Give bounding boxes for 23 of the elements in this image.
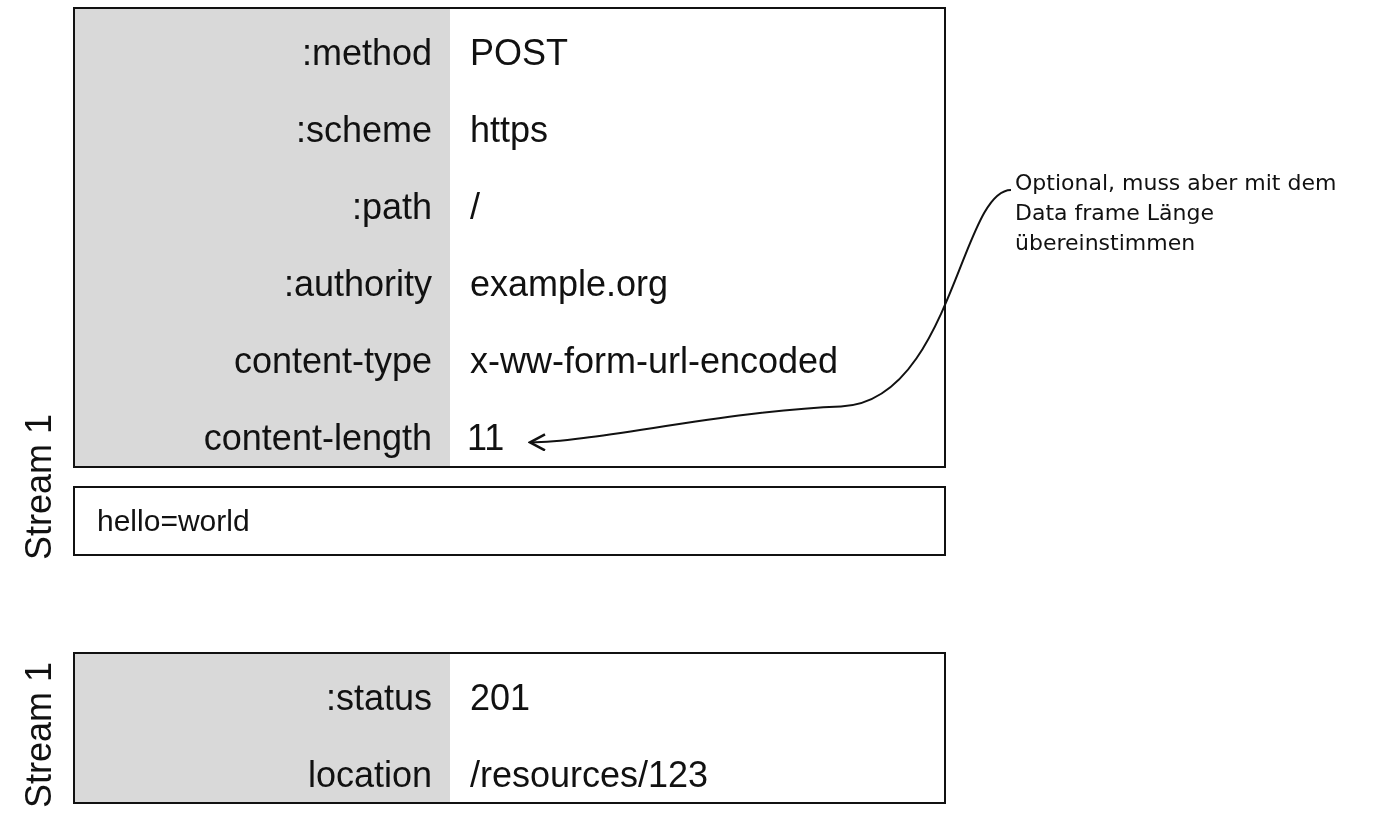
value-cell: 11 xyxy=(467,416,527,460)
header-value: 201 xyxy=(470,676,531,720)
header-name: location xyxy=(307,753,432,797)
header-value: /resources/123 xyxy=(470,753,709,797)
header-name: :path xyxy=(351,185,432,229)
header-value: POST xyxy=(470,31,568,75)
annotation-note: Optional, muss aber mit dem Data frame Länge übereinstimmen xyxy=(1015,168,1385,278)
leader-line xyxy=(528,189,1012,452)
header-name: :scheme xyxy=(295,108,432,152)
header-name: :method xyxy=(301,31,432,75)
header-frame xyxy=(73,7,946,468)
header-name: content-length xyxy=(203,416,432,460)
header-value: x-ww-form-url-encoded xyxy=(470,339,839,383)
header-frame xyxy=(73,652,946,804)
header-value: example.org xyxy=(470,262,669,306)
header-name: content-type xyxy=(233,339,432,383)
header-value: https xyxy=(470,108,549,152)
header-name: :authority xyxy=(283,262,432,306)
stream-label: Stream 1 xyxy=(18,661,60,808)
header-name: :status xyxy=(325,676,432,720)
data-frame: hello=world xyxy=(73,486,946,556)
header-value: / xyxy=(470,185,480,229)
stream-label: Stream 1 xyxy=(18,413,60,560)
